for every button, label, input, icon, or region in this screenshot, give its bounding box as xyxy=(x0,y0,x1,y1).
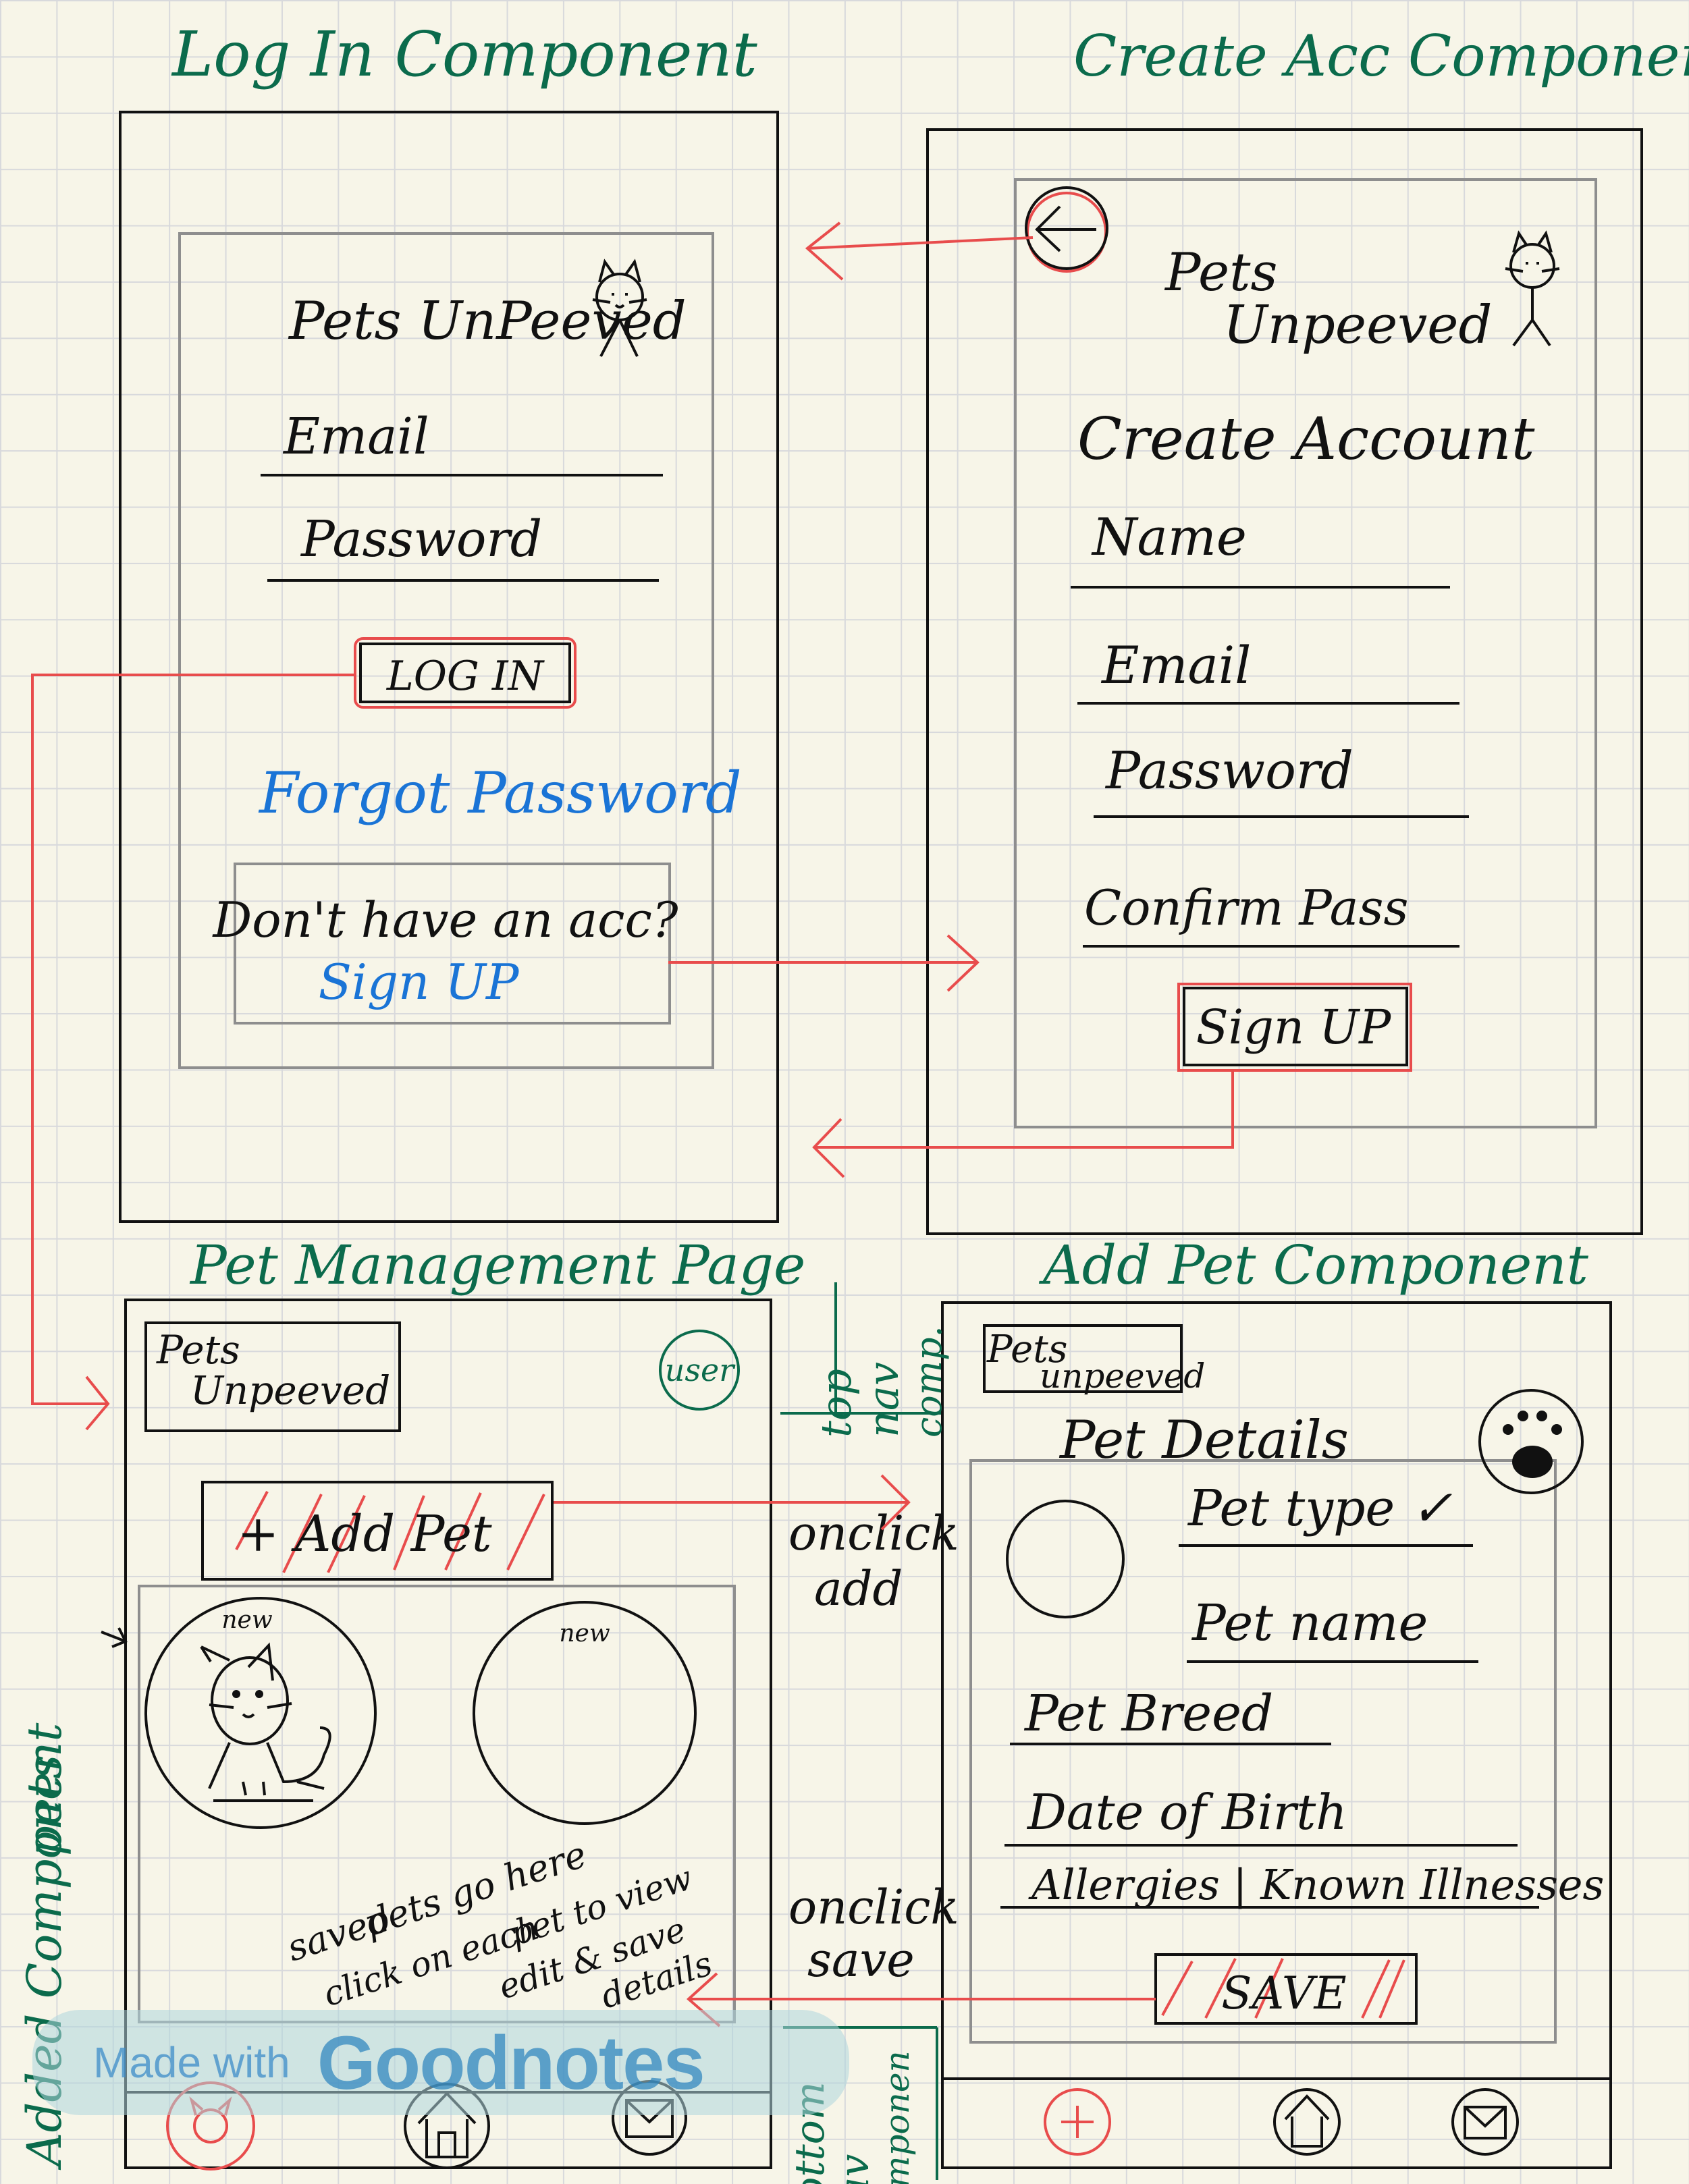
arrow-signup-to-create xyxy=(668,934,980,992)
arrow-add-to-add-pet xyxy=(554,1474,911,1531)
create-password-label: Password xyxy=(1104,740,1353,800)
user-button-label: user xyxy=(665,1352,736,1388)
login-brand: Pets UnPeeved xyxy=(288,291,687,352)
save-button[interactable]: SAVE xyxy=(1154,1953,1418,2025)
top-nav-annotation: top nav comp. xyxy=(811,1326,950,1438)
pet-photo-upload[interactable] xyxy=(1006,1500,1125,1618)
create-acc-phone-frame xyxy=(926,128,1643,1235)
ap-top-nav-brand-box: Pets unpeeved xyxy=(983,1324,1205,1396)
top-nav-bracket xyxy=(780,1282,941,1415)
onclick-add-line2: add xyxy=(814,1561,903,1616)
top-nav-line3: comp. xyxy=(907,1326,950,1438)
pet-card-1-new-label: new xyxy=(221,1606,272,1634)
cat-logo-icon xyxy=(592,258,647,357)
pets-added-pointer xyxy=(101,1627,128,1648)
login-email-label: Email xyxy=(282,408,429,466)
add-pet-phone-frame xyxy=(941,1301,1612,2169)
cat-drawing-icon xyxy=(200,1642,331,1802)
pm-brand-line1: Pets xyxy=(156,1327,240,1373)
signup-prompt-box xyxy=(234,863,671,1025)
top-nav-brand-box: Pets Unpeeved xyxy=(144,1321,401,1432)
pm-brand-line2: Unpeeved xyxy=(190,1367,390,1413)
ap-bottom-nav-mail-icon[interactable] xyxy=(1451,2088,1519,2156)
onclick-save-line1: onclick xyxy=(788,1880,959,1935)
add-pet-component-title: Add Pet Component xyxy=(1038,1234,1589,1296)
ap-brand-line1: Pets xyxy=(986,1328,1068,1371)
onclick-save-line2: save xyxy=(807,1932,915,1988)
sign-up-button-label: Sign UP xyxy=(1196,1000,1392,1055)
cat-logo-icon xyxy=(1505,230,1560,347)
add-pet-button-label: + Add Pet xyxy=(237,1505,491,1563)
flow-arrows xyxy=(31,221,1234,2027)
login-component-title: Log In Component xyxy=(171,18,758,90)
back-arrow-icon[interactable] xyxy=(1025,186,1108,273)
save-button-label: SAVE xyxy=(1221,1967,1346,2019)
create-acc-brand-line2: Unpeeved xyxy=(1223,295,1492,356)
sign-up-button[interactable]: Sign UP xyxy=(1177,983,1412,1072)
pet-card-2[interactable]: new xyxy=(473,1601,697,1825)
paw-button-icon[interactable] xyxy=(1478,1389,1584,1494)
watermark-made-with: Made with xyxy=(93,2038,290,2087)
login-phone-frame xyxy=(119,111,779,1223)
forgot-password-link[interactable]: Forgot Password xyxy=(258,760,742,826)
ap-bottom-nav-pets-icon[interactable] xyxy=(1044,2088,1111,2156)
arrow-signup-to-login xyxy=(812,1072,1234,1178)
ap-bottom-nav-home-icon[interactable] xyxy=(1273,2088,1341,2156)
pet-type-label[interactable]: Pet type ✓ xyxy=(1187,1479,1453,1537)
login-password-label: Password xyxy=(300,510,542,568)
arrow-login-to-pet-management xyxy=(31,674,356,1431)
allergies-label: Allergies | Known Illnesses xyxy=(1028,1860,1604,1909)
bottom-nav-line2: nav xyxy=(831,2154,878,2184)
watermark-brand: Goodnotes xyxy=(317,2020,705,2105)
pet-card-2-new-label: new xyxy=(559,1620,610,1647)
pet-card-1[interactable]: new xyxy=(144,1597,377,1829)
bottom-nav-line3: componen xyxy=(878,2050,917,2184)
pet-breed-label: Pet Breed xyxy=(1023,1685,1273,1743)
arrow-back-to-login xyxy=(805,221,1034,281)
login-button-label: LOG IN xyxy=(386,653,545,700)
create-email-label: Email xyxy=(1100,635,1251,695)
sign-up-link[interactable]: Sign UP xyxy=(319,954,520,1010)
dob-label: Date of Birth xyxy=(1026,1784,1347,1840)
no-account-text: Don't have an acc? xyxy=(212,892,678,948)
goodnotes-watermark: Made with Goodnotes xyxy=(32,2010,849,2115)
create-acc-component-title: Create Acc Component xyxy=(1073,23,1689,89)
create-name-label: Name xyxy=(1091,507,1247,567)
ap-brand-line2: unpeeved xyxy=(1040,1357,1205,1396)
onclick-add-line1: onclick xyxy=(788,1506,959,1561)
create-confirm-label: Confirm Pass xyxy=(1084,879,1408,936)
create-acc-brand-line1: Pets xyxy=(1164,242,1278,303)
pet-management-title: Pet Management Page xyxy=(189,1234,805,1296)
user-button[interactable]: user xyxy=(659,1330,740,1411)
pet-name-label: Pet name xyxy=(1191,1594,1428,1652)
pet-details-heading: Pet Details xyxy=(1058,1410,1349,1471)
add-pet-button[interactable]: + Add Pet xyxy=(201,1481,554,1581)
login-button[interactable]: LOG IN xyxy=(354,637,577,709)
top-nav-line2: nav xyxy=(859,1362,908,1438)
pets-added-annotation-1: pets xyxy=(17,1755,72,1856)
create-account-heading: Create Account xyxy=(1077,406,1535,473)
